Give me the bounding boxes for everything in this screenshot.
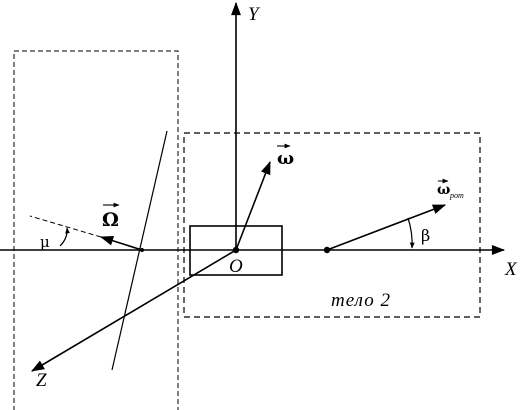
origin-label: O [229,256,243,277]
omega-rot-vector [326,204,447,251]
omega-rot-label: ω [437,182,450,198]
mu-label: μ [40,233,50,251]
y-axis-label: Y [248,4,261,25]
z-axis [31,249,237,372]
beta-label: β [421,226,430,245]
omega-rot-base-point [323,246,331,254]
plane-intersection-point [140,248,144,252]
z-axis-label: Z [36,370,47,391]
big-omega-label: Ω [102,209,119,231]
big-omega-vector [99,235,143,251]
omega-label: ω [277,148,294,169]
x-axis-label: X [504,259,518,280]
body1-dashed-frame [13,50,179,410]
body2-label: тело 2 [331,290,391,311]
omega-vector [235,160,271,251]
mu-angle-arc [59,227,70,247]
omega-rot-subscript: рот [449,191,464,200]
beta-angle-arc [407,217,415,249]
origin-point [232,246,240,254]
big-omega-dashed-extension [29,215,102,238]
